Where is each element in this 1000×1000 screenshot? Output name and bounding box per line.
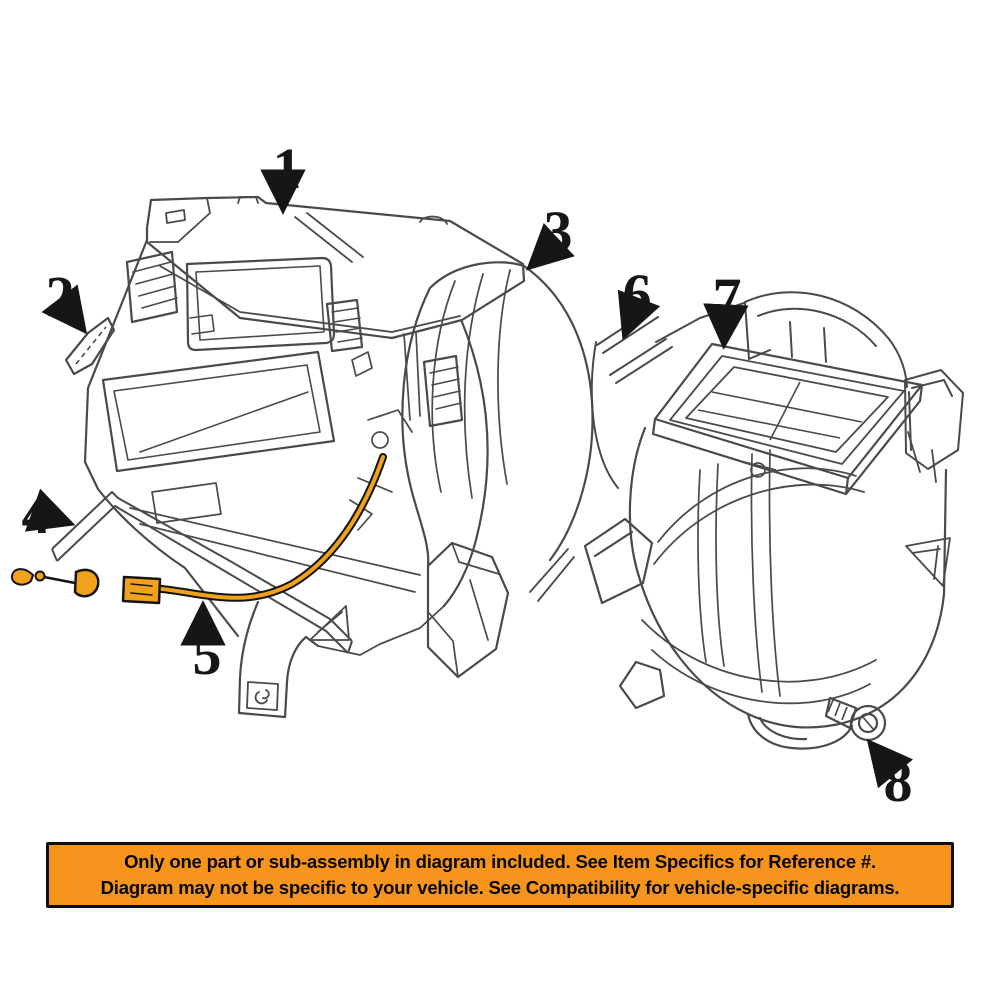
callout-4-arrow bbox=[24, 488, 76, 532]
callout-2: 2 bbox=[41, 264, 88, 335]
part-3-foot-inner bbox=[428, 542, 500, 678]
part-1-side-vent-hatch bbox=[429, 366, 462, 410]
cable-end-wire bbox=[42, 575, 77, 585]
disclaimer-line-2: Diagram may not be specific to your vehi… bbox=[100, 877, 900, 898]
callout-4: 4 bbox=[22, 481, 76, 546]
part-1-leg-brace bbox=[309, 605, 445, 656]
part-7-skirt bbox=[651, 384, 924, 496]
blower-housing-body bbox=[618, 426, 951, 750]
callout-6-arrow bbox=[617, 289, 661, 341]
callout-6: 6 bbox=[617, 262, 661, 341]
callout-7-arrow bbox=[703, 303, 749, 350]
cable-clip-large-lines bbox=[130, 583, 153, 596]
callout-5: 5 bbox=[180, 600, 226, 687]
callout-2-arrow bbox=[41, 284, 88, 335]
cable-clip-large bbox=[121, 575, 162, 605]
blower-brace bbox=[905, 431, 951, 587]
cable-bead bbox=[34, 570, 46, 582]
part-6-arch bbox=[744, 291, 908, 388]
callout-3: 3 bbox=[526, 199, 575, 271]
part-3-outline bbox=[401, 261, 594, 568]
callout-7: 7 bbox=[703, 266, 749, 350]
part-1-lid-details bbox=[149, 196, 461, 333]
callout-8-label: 8 bbox=[884, 749, 913, 814]
part-1-vent-right-hatch bbox=[331, 307, 363, 343]
part-8-head-slot bbox=[861, 715, 875, 731]
part-7-frame-inner bbox=[669, 355, 905, 465]
part-1-core-opening bbox=[101, 350, 336, 473]
callout-1: 1 bbox=[260, 136, 306, 215]
part-3-duct bbox=[401, 261, 654, 679]
part-6-end-cap bbox=[904, 369, 964, 470]
part-4-outline bbox=[51, 491, 353, 654]
blower-foot bbox=[618, 660, 666, 710]
part-1-right-edge bbox=[442, 320, 489, 608]
part-2-dashed-line bbox=[75, 326, 107, 365]
callout-8: 8 bbox=[866, 738, 914, 814]
part-3-ribs bbox=[431, 269, 511, 499]
part-1-vent-left bbox=[125, 250, 179, 324]
part-8-shank bbox=[824, 696, 858, 730]
part-1-vent-right bbox=[325, 298, 364, 353]
callout-3-label: 3 bbox=[544, 199, 573, 264]
part-1-window bbox=[185, 256, 336, 352]
part-1-side-vent bbox=[422, 354, 464, 428]
part-4-seal bbox=[51, 491, 353, 654]
part-8-threads bbox=[827, 699, 848, 721]
cable-end-hook bbox=[10, 568, 34, 586]
callout-6-label: 6 bbox=[623, 262, 652, 327]
part-1-heater-housing bbox=[83, 195, 526, 719]
callout-1-label: 1 bbox=[273, 136, 302, 201]
part-1-core-opening-inner bbox=[113, 364, 321, 461]
part-3-foot bbox=[426, 541, 510, 679]
part-1-leg bbox=[237, 600, 320, 719]
part-7-frame-outer bbox=[653, 342, 924, 480]
part-7-opening bbox=[685, 366, 889, 453]
part-8-head-inner bbox=[857, 712, 879, 734]
part-7-filter-tray bbox=[651, 342, 924, 496]
part-1-lower-details bbox=[129, 482, 421, 593]
part-7-grid-lines bbox=[697, 381, 863, 441]
disclaimer-banner: Only one part or sub-assembly in diagram… bbox=[46, 842, 954, 908]
callouts: 1 2 3 4 5 6 7 8 bbox=[22, 136, 914, 814]
callout-7-label: 7 bbox=[713, 266, 742, 331]
callout-8-arrow bbox=[866, 738, 914, 789]
part-1-window-inner bbox=[189, 265, 325, 341]
cable-clip-small bbox=[73, 568, 100, 598]
part-3-bracket bbox=[583, 517, 654, 605]
disclaimer-line-1: Only one part or sub-assembly in diagram… bbox=[124, 851, 876, 872]
blower-ribs bbox=[697, 449, 781, 697]
blower-motor-bulge bbox=[746, 712, 854, 750]
callout-3-arrow bbox=[526, 222, 575, 271]
part-3-strut bbox=[529, 548, 575, 602]
part-5-cable-highlighted bbox=[10, 453, 387, 605]
part-1-leg-foot bbox=[246, 681, 279, 711]
part-2-bracket bbox=[64, 316, 116, 376]
callout-4-label: 4 bbox=[22, 481, 51, 546]
part-1-left-edges bbox=[83, 238, 240, 638]
callout-5-label: 5 bbox=[193, 622, 222, 687]
part-2-outline bbox=[64, 316, 116, 376]
cable-highlight-stroke bbox=[150, 455, 385, 600]
callout-2-label: 2 bbox=[46, 264, 75, 329]
part-1-vent-left-hatch bbox=[132, 261, 178, 309]
